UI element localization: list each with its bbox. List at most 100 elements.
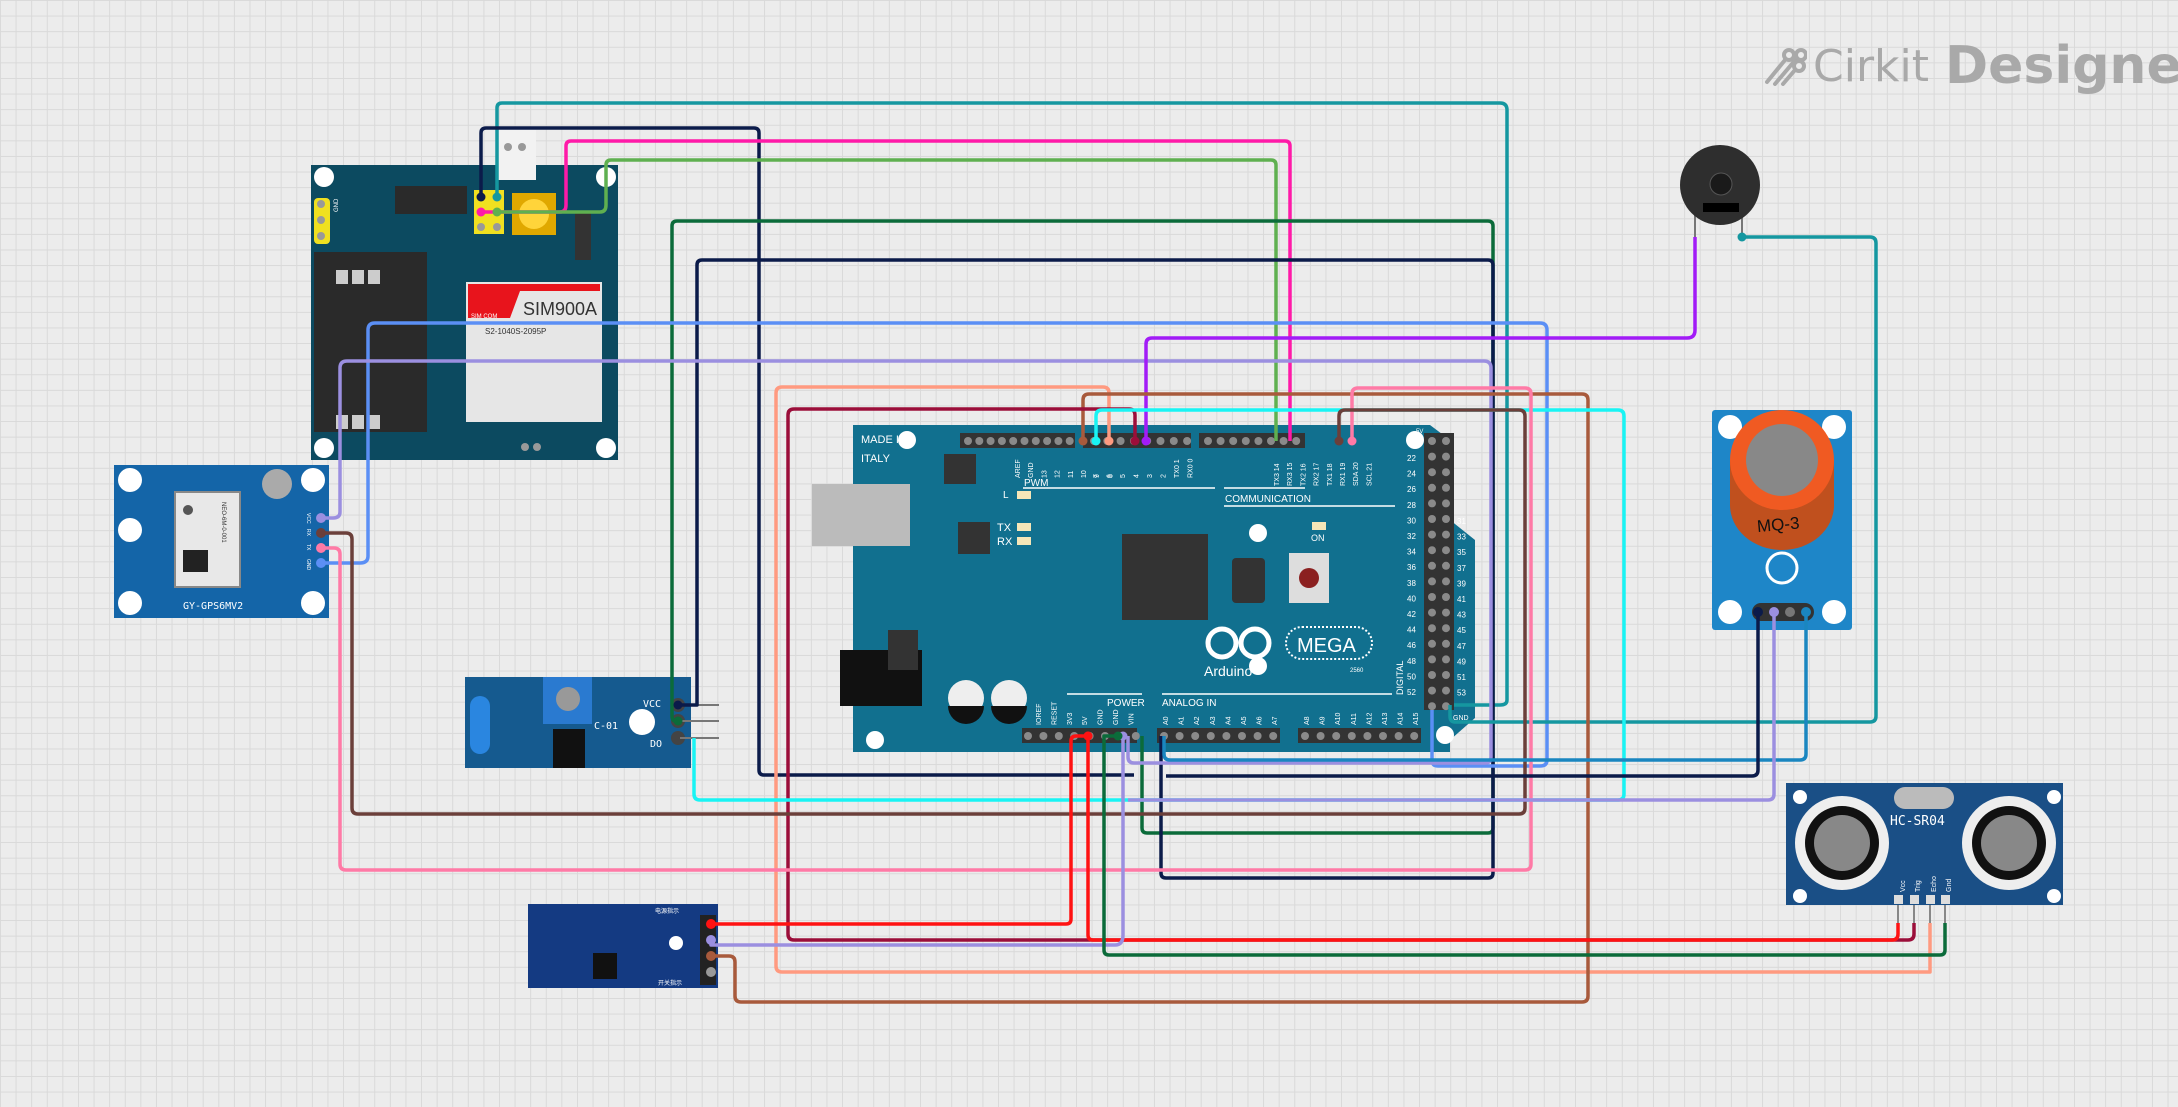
arduino-digital-pin[interactable] (1442, 671, 1450, 679)
arduino-analog-pin[interactable] (1269, 732, 1278, 740)
arduino-header-pin[interactable] (964, 437, 972, 445)
arduino-digital-pin[interactable] (1442, 515, 1450, 523)
arduino-analog-pin[interactable] (1347, 732, 1356, 740)
arduino-digital-pin[interactable] (1428, 702, 1436, 711)
arduino-analog-pin[interactable] (1222, 732, 1231, 740)
arduino-digital-pin[interactable] (1428, 624, 1436, 633)
arduino-digital-pin[interactable] (1428, 546, 1436, 555)
arduino-header-pin[interactable] (1279, 437, 1288, 445)
arduino-analog-pin[interactable] (1394, 732, 1403, 740)
wire-endpoint[interactable] (1130, 436, 1140, 446)
arduino-digital-pin[interactable] (1428, 639, 1436, 648)
arduino-digital-pin[interactable] (1442, 702, 1450, 711)
arduino-digital-pin[interactable] (1442, 639, 1450, 648)
arduino-header-pin[interactable] (1009, 437, 1018, 445)
wire-endpoint[interactable] (1769, 607, 1779, 617)
arduino-digital-pin[interactable] (1442, 499, 1450, 508)
arduino-header-pin[interactable] (1169, 437, 1178, 445)
arduino-header-pin[interactable] (997, 437, 1006, 445)
wire-endpoint[interactable] (673, 716, 683, 726)
arduino-digital-pin[interactable] (1428, 655, 1436, 664)
arduino-header-pin[interactable] (1031, 437, 1040, 445)
wire-endpoint[interactable] (1091, 436, 1101, 446)
arduino-header-pin[interactable] (1216, 437, 1225, 445)
wire-steelblue[interactable] (1162, 612, 1808, 762)
wire-lavender[interactable] (321, 359, 1493, 765)
wire-sienna[interactable] (711, 392, 1590, 1004)
wire-blue[interactable] (321, 321, 1549, 768)
wire-endpoint[interactable] (1104, 436, 1114, 446)
sim900a-module[interactable]: GND SIM900A SIM COM S2-1040S-2095P (311, 128, 618, 460)
arduino-digital-pin[interactable] (1428, 671, 1436, 679)
arduino-header-pin[interactable] (1204, 437, 1212, 445)
arduino-analog-pin[interactable] (1410, 732, 1419, 740)
wire-teal[interactable] (495, 101, 1509, 707)
arduino-digital-pin[interactable] (1442, 686, 1450, 695)
wire-endpoint[interactable] (1801, 607, 1811, 617)
arduino-analog-pin[interactable] (1238, 732, 1246, 740)
wire-endpoint[interactable] (1083, 731, 1093, 741)
arduino-analog-pin[interactable] (1253, 732, 1262, 740)
arduino-digital-pin[interactable] (1428, 530, 1436, 539)
wire-endpoint[interactable] (1347, 436, 1357, 446)
arduino-digital-pin[interactable] (1428, 561, 1436, 570)
arduino-analog-pin[interactable] (1363, 732, 1372, 740)
arduino-power-pin[interactable] (1131, 732, 1140, 740)
arduino-header-pin[interactable] (1156, 437, 1165, 445)
arduino-digital-pin[interactable] (1442, 546, 1450, 555)
arduino-header-pin[interactable] (1292, 437, 1301, 445)
arduino-analog-pin[interactable] (1379, 732, 1387, 740)
arduino-header-pin[interactable] (1065, 437, 1074, 445)
wire-endpoint[interactable] (1334, 436, 1344, 446)
wire-endpoint[interactable] (316, 513, 326, 523)
arduino-header-pin[interactable] (1267, 437, 1275, 445)
arduino-digital-pin[interactable] (1428, 515, 1436, 523)
wire-endpoint[interactable] (1753, 607, 1763, 617)
wire-lavender[interactable] (709, 736, 1125, 947)
wire-green[interactable] (497, 158, 1278, 441)
wire-red[interactable] (711, 734, 1088, 926)
arduino-analog-pin[interactable] (1175, 732, 1184, 740)
wire-endpoint[interactable] (492, 207, 502, 217)
wire-endpoint[interactable] (316, 558, 326, 568)
mq3-sensor[interactable]: MQ-3 (1712, 410, 1852, 630)
arduino-header-pin[interactable] (1020, 437, 1029, 445)
arduino-header-pin[interactable] (1229, 437, 1238, 445)
gps-module[interactable]: NEO-6M-0-001 GY-GPS6MV2 VCC RX TX GND (114, 465, 329, 618)
arduino-analog-pin[interactable] (1206, 732, 1215, 740)
vibration-sensor-module[interactable]: C-01 VCC DO (465, 677, 719, 768)
wire-endpoint[interactable] (476, 192, 486, 202)
wire-endpoint[interactable] (1078, 436, 1088, 446)
arduino-mega-board[interactable]: MADE IN ITALY PWM L TX RX COMMUNICATION … (812, 425, 1475, 752)
arduino-header-pin[interactable] (986, 437, 995, 445)
arduino-digital-pin[interactable] (1428, 608, 1436, 617)
arduino-power-pin[interactable] (1039, 732, 1048, 740)
buzzer[interactable] (1680, 145, 1760, 237)
arduino-header-pin[interactable] (975, 437, 984, 445)
arduino-digital-pin[interactable] (1442, 655, 1450, 664)
arduino-header-pin[interactable] (1054, 437, 1063, 445)
arduino-analog-pin[interactable] (1191, 732, 1200, 740)
arduino-digital-pin[interactable] (1442, 624, 1450, 633)
wire-endpoint[interactable] (1113, 731, 1123, 741)
arduino-digital-pin[interactable] (1442, 437, 1450, 445)
arduino-digital-pin[interactable] (1428, 577, 1436, 586)
wire-pink[interactable] (321, 386, 1533, 872)
arduino-digital-pin[interactable] (1428, 437, 1436, 445)
wire-cyan[interactable] (692, 408, 1626, 802)
wire-darkgreen[interactable] (1102, 734, 1947, 957)
arduino-digital-pin[interactable] (1442, 483, 1450, 492)
wire-purple[interactable] (1144, 237, 1697, 441)
wire-lavender[interactable] (1128, 612, 1776, 802)
wire-teal[interactable] (1448, 235, 1878, 724)
arduino-analog-pin[interactable] (1316, 732, 1325, 740)
wire-darkgreen[interactable] (670, 219, 1495, 835)
arduino-digital-pin[interactable] (1428, 499, 1436, 508)
arduino-analog-pin[interactable] (1332, 732, 1341, 740)
arduino-digital-pin[interactable] (1428, 468, 1436, 477)
arduino-digital-pin[interactable] (1442, 530, 1450, 539)
arduino-digital-pin[interactable] (1442, 452, 1450, 461)
ultrasonic-sensor-hcsr04[interactable]: HC-SR04 Vcc Trig Echo Gnd (1786, 783, 2063, 923)
arduino-header-pin[interactable] (1241, 437, 1250, 445)
arduino-digital-pin[interactable] (1442, 468, 1450, 477)
